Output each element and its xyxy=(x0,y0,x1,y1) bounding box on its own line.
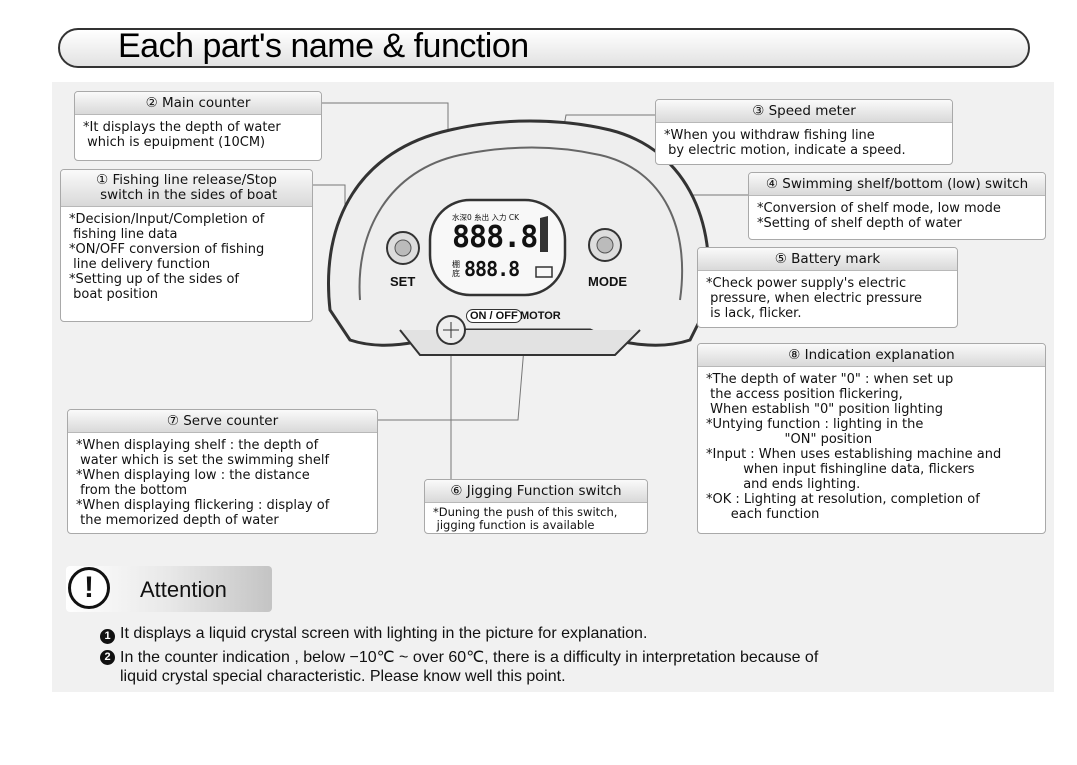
attention-note-1: 1 It displays a liquid crystal screen wit… xyxy=(100,624,647,644)
indication-title: ⑧ Indication explanation xyxy=(698,344,1045,367)
speed-meter-title: ③ Speed meter xyxy=(656,100,952,123)
lcd-main-digits: 888.8 xyxy=(452,220,538,255)
mode-button-label: MODE xyxy=(588,274,627,289)
battery-mark-title: ⑤ Battery mark xyxy=(698,248,957,271)
main-counter-title: ② Main counter xyxy=(75,92,321,115)
speed-meter-text: *When you withdraw fishing line by elect… xyxy=(664,128,906,158)
jigging-box: ⑥ Jigging Function switch *Duning the pu… xyxy=(424,479,648,534)
note-number-icon: 2 xyxy=(100,650,115,665)
main-counter-text: *It displays the depth of water which is… xyxy=(83,120,281,150)
onoff-button-label: ON / OFF xyxy=(466,309,522,323)
lcd-sub-digits: 888.8 xyxy=(464,257,520,281)
attention-label: Attention xyxy=(140,577,227,602)
note-text: In the counter indication , below −10℃ ~… xyxy=(120,649,819,685)
title-bar: Each part's name & function xyxy=(58,27,1030,68)
page-title: Each part's name & function xyxy=(118,27,529,65)
jigging-title: ⑥ Jigging Function switch xyxy=(425,480,647,503)
lcd-top-labels: 水深0 糸出 入力 CK xyxy=(452,213,520,222)
serve-counter-title: ⑦ Serve counter xyxy=(68,410,377,433)
attention-note-2: 2 In the counter indication , below −10℃ … xyxy=(100,648,818,686)
indication-box: ⑧ Indication explanation *The depth of w… xyxy=(697,343,1046,534)
speed-meter-box: ③ Speed meter *When you withdraw fishing… xyxy=(655,99,953,165)
set-button-label: SET xyxy=(390,274,416,289)
lcd-panel xyxy=(428,198,567,297)
fishing-switch-box: ① Fishing line release/Stop switch in th… xyxy=(60,169,313,322)
jigging-text: *Duning the push of this switch, jigging… xyxy=(433,505,618,532)
motor-label: MOTOR xyxy=(520,310,561,322)
serve-counter-text: *When displaying shelf : the depth of wa… xyxy=(76,438,330,528)
note-number-icon: 1 xyxy=(100,629,115,644)
swimming-switch-text: *Conversion of shelf mode, low mode *Set… xyxy=(757,201,1001,231)
battery-mark-box: ⑤ Battery mark *Check power supply's ele… xyxy=(697,247,958,328)
fishing-switch-title: ① Fishing line release/Stop switch in th… xyxy=(61,170,312,207)
fishing-switch-text: *Decision/Input/Completion of fishing li… xyxy=(69,212,265,302)
battery-mark-text: *Check power supply's electric pressure,… xyxy=(706,276,923,321)
serve-counter-box: ⑦ Serve counter *When displaying shelf :… xyxy=(67,409,378,534)
note-text: It displays a liquid crystal screen with… xyxy=(120,625,648,642)
lcd-sub-label: 棚 底 xyxy=(452,260,460,278)
swimming-switch-box: ④ Swimming shelf/bottom (low) switch *Co… xyxy=(748,172,1046,240)
swimming-switch-title: ④ Swimming shelf/bottom (low) switch xyxy=(749,173,1045,196)
indication-text: *The depth of water "0" : when set up th… xyxy=(706,372,1002,522)
main-counter-box: ② Main counter *It displays the depth of… xyxy=(74,91,322,161)
exclamation-icon: ! xyxy=(68,567,110,609)
